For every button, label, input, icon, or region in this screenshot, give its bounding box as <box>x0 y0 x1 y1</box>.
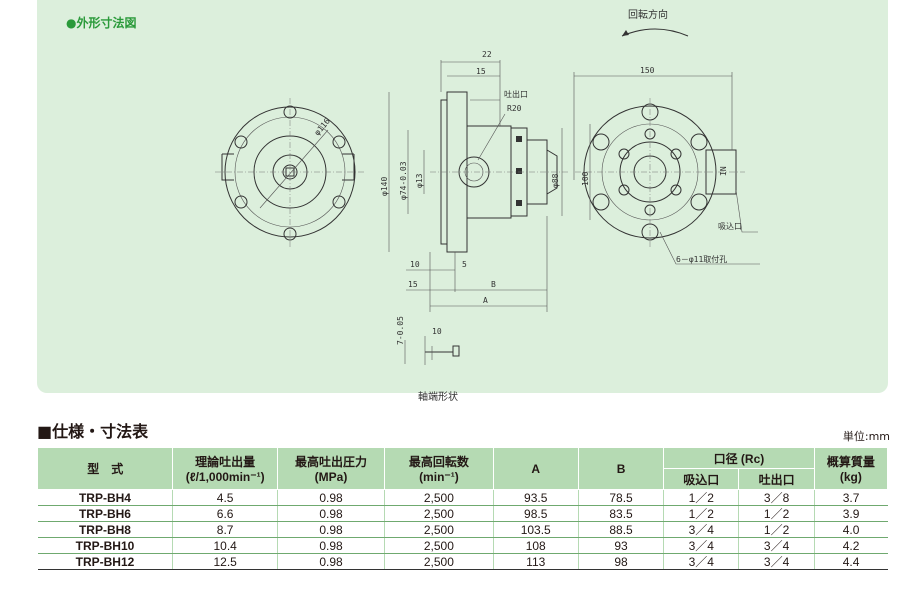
svg-text:φ88: φ88 <box>551 173 560 188</box>
svg-text:15: 15 <box>408 280 418 289</box>
svg-text:φ140: φ140 <box>380 177 389 196</box>
svg-text:10: 10 <box>432 327 442 336</box>
svg-text:R20: R20 <box>507 104 522 113</box>
rotation-arrowhead-icon <box>622 30 629 36</box>
header-a: A <box>492 447 579 490</box>
shaft-end-detail: 10 7-0.05 <box>396 316 460 365</box>
svg-text:150: 150 <box>640 66 655 75</box>
spec-table-title: ■仕様・寸法表 <box>37 422 149 441</box>
svg-text:φ74-0.03: φ74-0.03 <box>399 161 408 200</box>
svg-text:22: 22 <box>482 50 492 59</box>
header-b: B <box>577 447 665 490</box>
header-mass: 概算質量(kg) <box>813 447 889 490</box>
svg-text:5: 5 <box>462 260 467 269</box>
svg-text:100: 100 <box>581 171 590 186</box>
svg-text:10: 10 <box>410 260 420 269</box>
drawing-title: ●外形寸法図 <box>66 16 137 30</box>
header-suction: 吸込口 <box>663 468 740 490</box>
header-pressure: 最高吐出圧力(MPa) <box>276 447 386 490</box>
svg-text:6－φ11取付孔: 6－φ11取付孔 <box>676 254 727 264</box>
svg-text:7-0.05: 7-0.05 <box>396 316 405 345</box>
unit-label: 単位:mm <box>842 430 890 443</box>
header-model: 型 式 <box>36 447 174 490</box>
front-view: φ116 <box>215 98 365 248</box>
drawing-panel <box>37 0 888 393</box>
side-view: 22 15 吐出口 R20 φ140 φ74-0.03 φ13 φ88 10 5… <box>380 50 570 312</box>
shaft-end-caption: 軸端形状 <box>418 392 458 403</box>
rear-view: IN 150 100 吸込口 6－φ11取付孔 <box>573 66 760 265</box>
spec-table: 型 式 理論吐出量(ℓ/1,000min⁻¹) 最高吐出圧力(MPa) 最高回転… <box>36 447 889 570</box>
header-port: 口径 (Rc) <box>663 447 815 469</box>
svg-text:15: 15 <box>476 67 486 76</box>
rotation-arrow <box>621 28 689 37</box>
svg-text:吸込口: 吸込口 <box>718 222 742 231</box>
header-flow: 理論吐出量(ℓ/1,000min⁻¹) <box>172 447 278 490</box>
header-discharge: 吐出口 <box>738 468 815 490</box>
svg-text:IN: IN <box>719 166 728 176</box>
svg-text:φ13: φ13 <box>415 173 424 188</box>
rotation-label: 回転方向 <box>628 8 668 21</box>
header-speed: 最高回転数(min⁻¹) <box>384 447 494 490</box>
svg-text:吐出口: 吐出口 <box>504 89 528 99</box>
dimension-drawing: 回転方向 φ116 22 <box>215 8 760 365</box>
svg-text:B: B <box>491 280 496 289</box>
svg-text:A: A <box>483 296 488 305</box>
